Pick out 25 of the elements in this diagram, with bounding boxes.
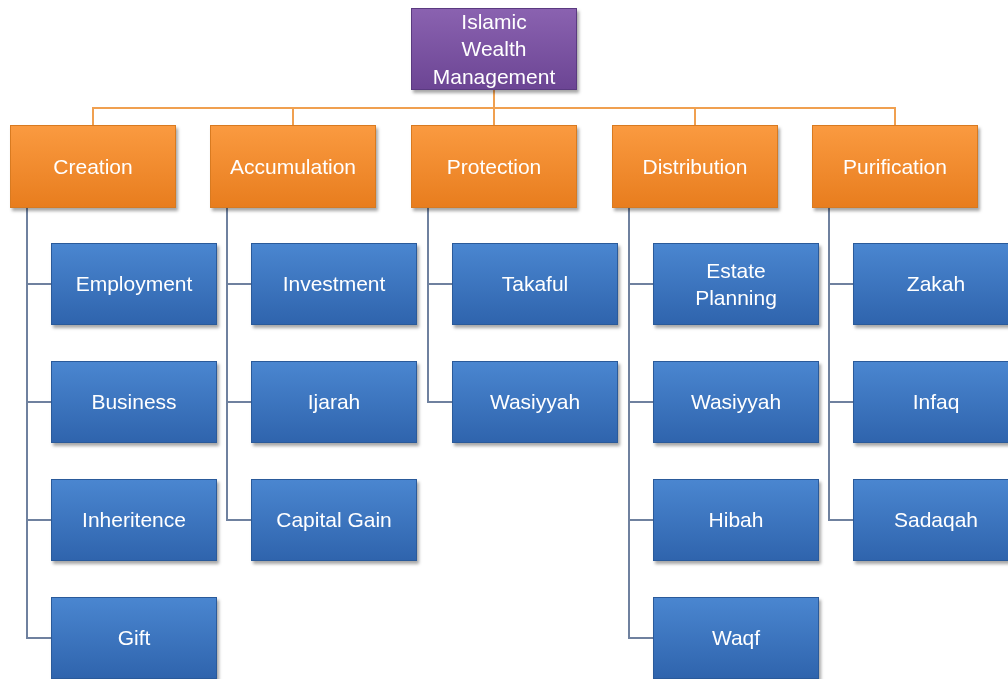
item-box: Hibah	[653, 479, 819, 561]
item-box: Takaful	[452, 243, 618, 325]
root-box: Islamic Wealth Management	[411, 8, 577, 90]
item-box: Wasiyyah	[653, 361, 819, 443]
item-box: Gift	[51, 597, 217, 679]
item-box: Inheritence	[51, 479, 217, 561]
item-box: Wasiyyah	[452, 361, 618, 443]
category-box: Distribution	[612, 125, 778, 208]
connector-line	[427, 207, 453, 403]
connector-line	[226, 207, 252, 521]
item-box: Capital Gain	[251, 479, 417, 561]
category-box: Accumulation	[210, 125, 376, 208]
category-box: Creation	[10, 125, 176, 208]
item-box: Estate Planning	[653, 243, 819, 325]
item-box: Ijarah	[251, 361, 417, 443]
item-box: Waqf	[653, 597, 819, 679]
item-box: Investment	[251, 243, 417, 325]
item-box: Zakah	[853, 243, 1008, 325]
item-box: Business	[51, 361, 217, 443]
item-box: Employment	[51, 243, 217, 325]
item-box: Infaq	[853, 361, 1008, 443]
item-box: Sadaqah	[853, 479, 1008, 561]
category-box: Purification	[812, 125, 978, 208]
connector-line	[828, 207, 854, 521]
category-box: Protection	[411, 125, 577, 208]
